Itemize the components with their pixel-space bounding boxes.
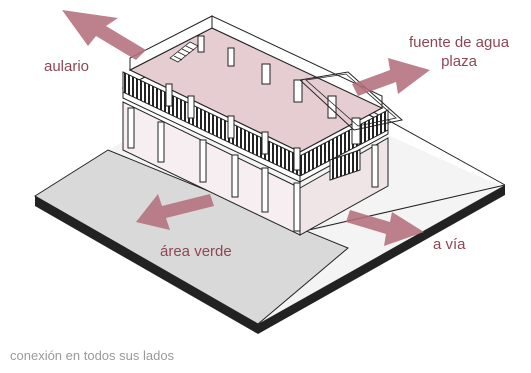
arrow-aulario [62, 10, 146, 60]
arrow-fuente-plaza [352, 58, 430, 96]
arrow-area-verde [136, 194, 214, 230]
label-fuente-de-agua: fuente de agua [408, 34, 510, 51]
label-area-verde: área verde [160, 243, 232, 260]
label-aulario: aulario [44, 58, 90, 75]
label-plaza: plaza [441, 53, 477, 70]
label-a-via: a vía [433, 236, 466, 253]
connection-arrows [62, 10, 430, 246]
building-volume [121, 15, 404, 236]
arrow-via [346, 210, 424, 246]
caption: conexión en todos sus lados [10, 348, 175, 363]
